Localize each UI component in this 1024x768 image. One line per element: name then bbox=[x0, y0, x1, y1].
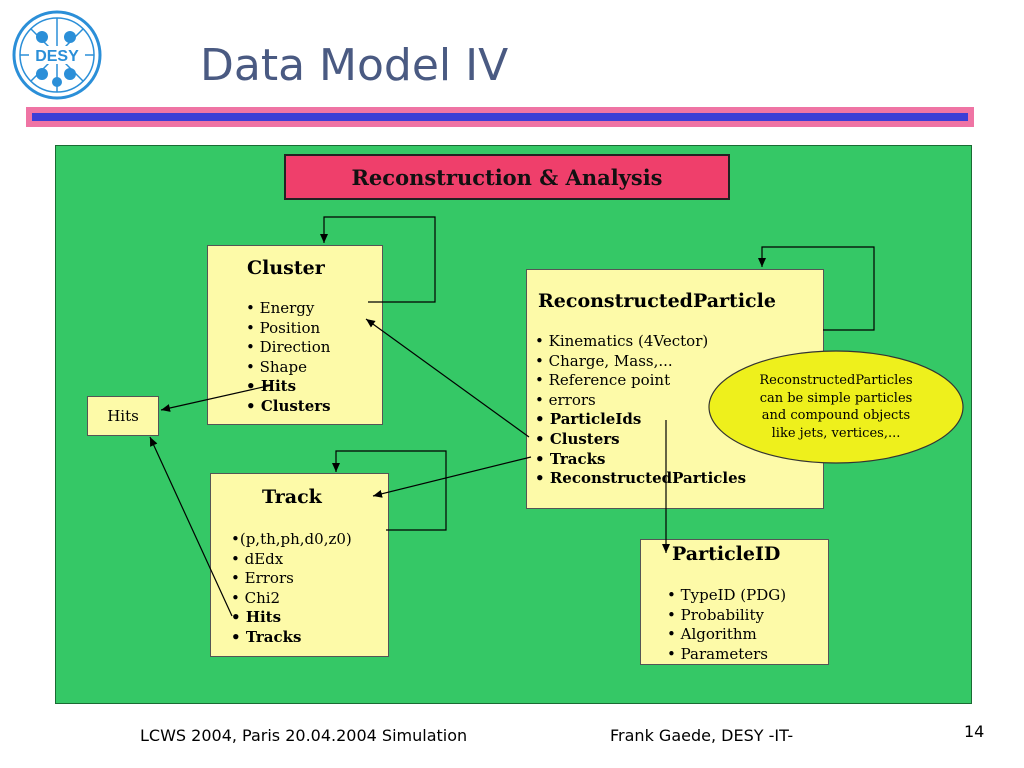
hits-box: Hits bbox=[87, 396, 159, 436]
arrow-track-hits bbox=[149, 436, 233, 617]
particleid-items: TypeID (PDG) Probability Algorithm Param… bbox=[667, 586, 786, 664]
reconstructed-particle-items: Kinematics (4Vector) Charge, Mass,... Re… bbox=[535, 332, 746, 489]
cluster-item: Direction bbox=[246, 338, 331, 358]
note-line: like jets, vertices,... bbox=[771, 425, 901, 441]
note-line: ReconstructedParticles bbox=[759, 373, 913, 388]
reco-item-reconstructedparticles: ReconstructedParticles bbox=[535, 469, 746, 489]
note-ellipse bbox=[708, 350, 964, 464]
arrow-cluster-hits bbox=[160, 384, 273, 412]
cluster-item-clusters: Clusters bbox=[246, 397, 331, 417]
desy-logo: DESY bbox=[12, 10, 102, 100]
title-rule bbox=[26, 107, 974, 127]
pid-item: TypeID (PDG) bbox=[667, 586, 786, 606]
track-item-params: •(p,th,ph,d0,z0) bbox=[231, 530, 352, 548]
track-items: •(p,th,ph,d0,z0) dEdx Errors Chi2 Hits T… bbox=[231, 530, 352, 648]
track-box: Track •(p,th,ph,d0,z0) dEdx Errors Chi2 … bbox=[210, 473, 389, 657]
cluster-box: Cluster Energy Position Direction Shape … bbox=[207, 245, 383, 425]
arrow-reco-track bbox=[372, 456, 532, 498]
cluster-item: Position bbox=[246, 319, 331, 339]
page-title: Data Model IV bbox=[200, 40, 509, 91]
track-item-hits: Hits bbox=[231, 608, 352, 628]
reco-item: Charge, Mass,... bbox=[535, 352, 746, 372]
arrow-reco-cluster bbox=[365, 318, 530, 438]
reco-item: Reference point bbox=[535, 371, 746, 391]
reco-item-tracks: Tracks bbox=[535, 450, 746, 470]
track-item: Errors bbox=[231, 569, 352, 589]
reco-item-clusters: Clusters bbox=[535, 430, 746, 450]
desy-logo-icon: DESY bbox=[12, 10, 102, 100]
track-item: dEdx bbox=[231, 550, 352, 570]
cluster-item: Shape bbox=[246, 358, 331, 378]
pid-item: Algorithm bbox=[667, 625, 786, 645]
note-line: and compound objects bbox=[761, 408, 911, 423]
footer-left: LCWS 2004, Paris 20.04.2004 Simulation bbox=[140, 726, 468, 745]
arrow-track-self bbox=[332, 450, 447, 531]
track-item: Chi2 bbox=[231, 589, 352, 609]
note-line: can be simple particles bbox=[759, 390, 913, 406]
particleid-title: ParticleID bbox=[672, 543, 781, 565]
footer-center: Frank Gaede, DESY -IT- bbox=[610, 726, 794, 745]
pid-item: Probability bbox=[667, 606, 786, 626]
note-text: ReconstructedParticles can be simple par… bbox=[718, 372, 954, 442]
page-number: 14 bbox=[964, 722, 985, 741]
cluster-title: Cluster bbox=[247, 257, 325, 279]
reco-item: errors bbox=[535, 391, 746, 411]
cluster-items: Energy Position Direction Shape Hits Clu… bbox=[246, 299, 331, 417]
pid-item: Parameters bbox=[667, 645, 786, 665]
arrow-cluster-self bbox=[320, 216, 436, 303]
cluster-item-hits: Hits bbox=[246, 377, 331, 397]
track-item-tracks: Tracks bbox=[231, 628, 352, 648]
banner-reconstruction-analysis: Reconstruction & Analysis bbox=[284, 154, 730, 200]
reco-item-particleids: ParticleIds bbox=[535, 410, 746, 430]
arrow-reco-self bbox=[758, 246, 875, 331]
title-rule-blue bbox=[32, 113, 968, 121]
reconstructed-particle-title: ReconstructedParticle bbox=[538, 290, 776, 312]
track-title: Track bbox=[262, 486, 322, 508]
reco-item: Kinematics (4Vector) bbox=[535, 332, 746, 352]
particleid-box: ParticleID TypeID (PDG) Probability Algo… bbox=[640, 539, 829, 665]
logo-text: DESY bbox=[35, 48, 79, 65]
cluster-item: Energy bbox=[246, 299, 331, 319]
